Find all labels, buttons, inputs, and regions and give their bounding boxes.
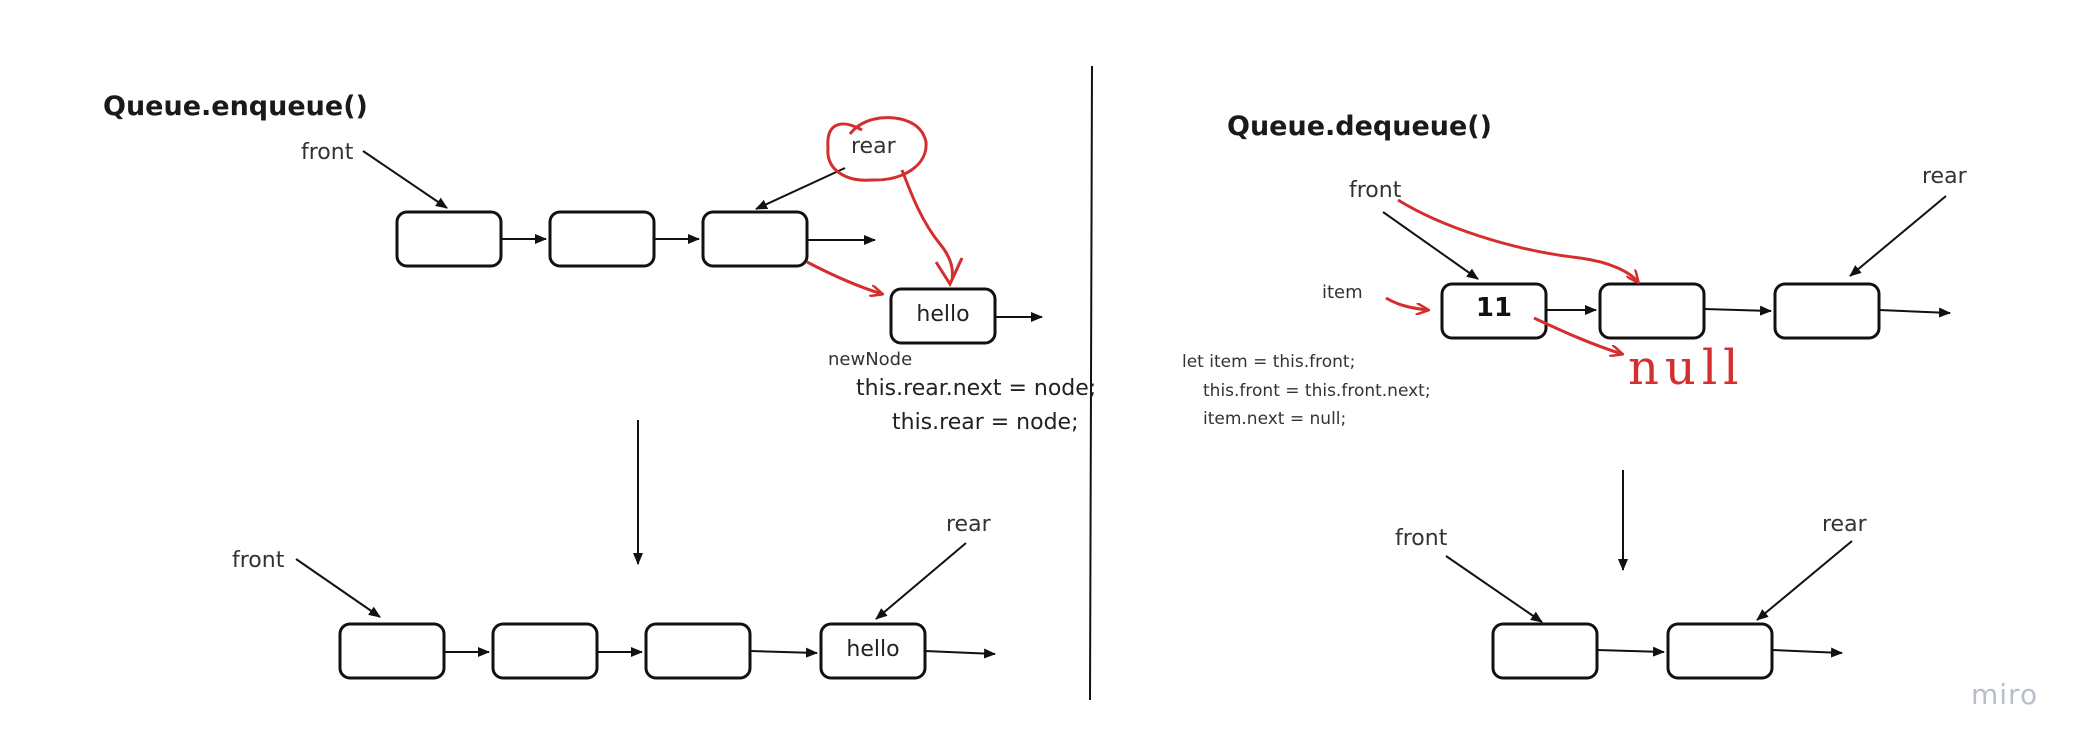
- rear-label: rear: [1922, 164, 1967, 189]
- node-box: [701, 210, 809, 268]
- next-pointer: [749, 647, 818, 658]
- section-divider: [1089, 65, 1093, 701]
- rear-pointer: [875, 542, 967, 620]
- enqueue-annotations: [806, 116, 964, 294]
- enqueue-code-line-2: this.rear = node;: [892, 410, 1079, 435]
- item-to-null-arrow: [1533, 316, 1622, 354]
- front-pointer: [295, 558, 381, 618]
- node-box: [548, 210, 656, 268]
- item-arrow: [1385, 296, 1428, 310]
- dequeue-before-list: [1382, 195, 1951, 340]
- enqueue-before-list: [362, 150, 1043, 345]
- node-box: [1666, 622, 1774, 680]
- arrow-tip-scribble: [934, 257, 964, 288]
- rear-to-new-node-arrow: [900, 169, 954, 281]
- new-node-label: newNode: [828, 349, 913, 370]
- dequeue-annotations: [1385, 198, 1638, 354]
- rear-label: rear: [946, 512, 991, 537]
- next-pointer: [1878, 307, 1951, 318]
- rear-next-arrow: [806, 260, 882, 294]
- miro-logo: miro: [1971, 678, 2039, 711]
- enqueue-code-line-1: this.rear.next = node;: [856, 376, 1097, 401]
- rear-pointer: [1756, 540, 1853, 621]
- node-box: [1598, 282, 1706, 340]
- front-label: front: [1395, 526, 1448, 551]
- node-box: [644, 622, 752, 680]
- node-box: [338, 622, 446, 680]
- dequeue-code-line-1: let item = this.front;: [1182, 352, 1356, 372]
- rear-label: rear: [851, 134, 896, 159]
- rear-label: rear: [1822, 512, 1867, 537]
- node-box: [1773, 282, 1881, 340]
- null-label: null: [1628, 340, 1745, 396]
- dequeue-after-list: [1445, 540, 1853, 680]
- enqueue-after-list: [295, 542, 996, 680]
- dequeue-code-line-2: this.front = this.front.next;: [1203, 381, 1431, 401]
- front-label: front: [1349, 178, 1402, 203]
- next-pointer: [1703, 305, 1772, 316]
- node-box: [1491, 622, 1599, 680]
- new-node-value: hello: [916, 302, 970, 327]
- next-pointer: [924, 648, 996, 659]
- next-pointer: [1771, 647, 1843, 658]
- next-pointer: [1596, 646, 1665, 657]
- enqueue-title: Queue.enqueue(): [103, 91, 368, 122]
- rear-pointer: [1849, 195, 1947, 277]
- first-node-value: 11: [1475, 293, 1513, 323]
- front-pointer: [1382, 211, 1479, 280]
- front-label: front: [301, 140, 354, 165]
- last-node-value: hello: [846, 637, 900, 662]
- front-move-arrow: [1397, 198, 1638, 282]
- dequeue-code-line-3: item.next = null;: [1203, 409, 1347, 429]
- front-label: front: [232, 548, 285, 573]
- front-pointer: [362, 150, 448, 209]
- item-label: item: [1322, 282, 1363, 303]
- node-box: [491, 622, 599, 680]
- front-pointer: [1445, 555, 1543, 623]
- dequeue-title: Queue.dequeue(): [1227, 111, 1492, 142]
- node-box: [395, 210, 503, 268]
- rear-pointer: [755, 167, 846, 210]
